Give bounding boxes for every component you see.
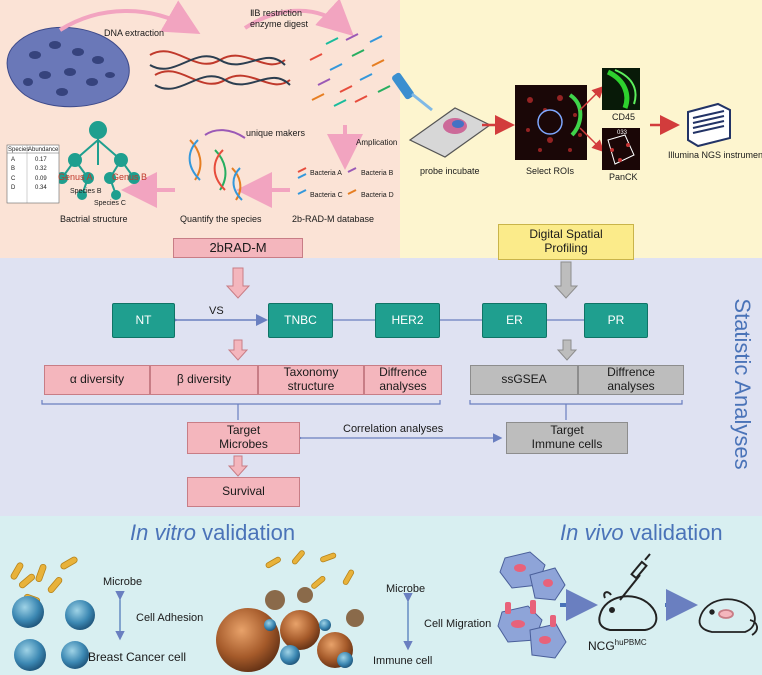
- bacterial-tree-icon: [56, 121, 140, 200]
- down-arrow-rad: [225, 267, 251, 299]
- down-arrow-dsp: [553, 261, 579, 299]
- mouse-icon: [698, 598, 758, 636]
- restriction-label: ⅡB restriction enzyme digest: [250, 8, 309, 29]
- select-rois-label: Select ROIs: [526, 166, 575, 176]
- difference-analyses-right-box: Diffrence analyses: [578, 365, 684, 395]
- unique-makers-label: unique makers: [246, 128, 306, 138]
- quantify-label: Quantify the species: [180, 214, 262, 224]
- alpha-diversity-box: α diversity: [44, 365, 150, 395]
- dna-strands-icon: [188, 129, 246, 201]
- bacteria-a-label: Bacteria A: [310, 170, 342, 177]
- table-cell: 0.17: [35, 156, 47, 163]
- table-header-abundance: Abundance: [28, 147, 59, 153]
- dsp-header-box: Digital Spatial Profiling: [498, 224, 634, 260]
- table-cell: B: [11, 166, 16, 172]
- cell-migration-label: Cell Migration: [424, 618, 492, 630]
- database-label: 2b-RAD-M database: [292, 214, 375, 224]
- panck-label: PanCK: [609, 172, 638, 182]
- vs-label: VS: [209, 305, 224, 317]
- table-cell: 0.34: [35, 185, 47, 191]
- survival-box: Survival: [187, 477, 300, 507]
- microbe-label-1: Microbe: [103, 576, 143, 588]
- ncg-superscript: huPBMC: [614, 638, 647, 647]
- er-box: ER: [482, 303, 547, 338]
- bacteria-d-label: Bacteria D: [361, 192, 394, 199]
- genus-a-label: Genus A: [58, 172, 93, 182]
- in-vivo-cells-icon: [497, 551, 567, 659]
- cd45-label: CD45: [612, 112, 636, 122]
- 2bradm-header-box: 2bRAD-M: [173, 238, 303, 258]
- statistic-analyses-title: Statistic Analyses: [730, 298, 755, 470]
- breast-cancer-cells-icon: [12, 596, 95, 671]
- correlation-analyses-label: Correlation analyses: [343, 423, 444, 435]
- in-vitro-rest: validation: [196, 520, 296, 545]
- bactrial-structure-label: Bactrial structure: [60, 214, 128, 224]
- down-arrow-dsp-2: [556, 339, 578, 361]
- table-cell: 0.32: [35, 166, 47, 172]
- microbe-label-2: Microbe: [386, 583, 426, 595]
- roi-number-label: 033: [617, 130, 628, 136]
- down-arrow-rad-2: [227, 339, 249, 361]
- down-arrow-survival: [227, 455, 249, 477]
- species-c-label: Species C: [94, 200, 126, 207]
- difference-analyses-left-box: Diffrence analyses: [364, 365, 442, 395]
- slide-icon: [408, 107, 492, 158]
- illumina-label: Illumina NGS instrument: [668, 150, 762, 160]
- tissue-icon: [6, 26, 130, 108]
- target-microbes-box: Target Microbes: [187, 422, 300, 454]
- ncg-text: NCG: [588, 639, 615, 653]
- cell-adhesion-label: Cell Adhesion: [136, 612, 204, 624]
- immune-cell-label: Immune cell: [373, 655, 433, 667]
- beta-diversity-box: β diversity: [150, 365, 258, 395]
- in-vivo-title: In vivo validation: [560, 520, 723, 546]
- ncg-label: NCGhuPBMC: [588, 638, 647, 653]
- amplication-label: Amplication: [356, 138, 398, 147]
- in-vivo-rest: validation: [623, 520, 723, 545]
- bacteria-rods-icon: [10, 556, 78, 605]
- bacteria-b-label: Bacteria B: [361, 170, 394, 177]
- dna-extraction-label: DNA extraction: [104, 28, 165, 38]
- pr-box: PR: [584, 303, 648, 338]
- tnbc-box: TNBC: [268, 303, 333, 338]
- in-vivo-italic: In vivo: [560, 520, 624, 545]
- ssgsea-box: ssGSEA: [470, 365, 578, 395]
- taxonomy-structure-box: Taxonomy structure: [258, 365, 364, 395]
- roi-tissue-image: [515, 85, 587, 160]
- table-cell: 0.09: [35, 175, 47, 182]
- cd45-image: [602, 68, 640, 110]
- in-vitro-title: In vitro validation: [130, 520, 295, 546]
- table-cell: C: [11, 175, 16, 182]
- table-cell: A: [11, 156, 16, 163]
- genus-b-label: Genus B: [112, 172, 148, 182]
- table-cell: D: [11, 185, 16, 191]
- immune-microbe-cluster-icon: [216, 550, 364, 672]
- abundance-table: [6, 144, 60, 204]
- mouse-with-syringe-icon: [598, 553, 658, 631]
- bacteria-fragment-icons: [297, 167, 357, 195]
- panck-image: [602, 128, 640, 170]
- species-b-label: Species B: [70, 188, 102, 195]
- target-immune-cells-box: Target Immune cells: [506, 422, 628, 454]
- dna-helix-icon: [149, 50, 291, 90]
- bacteria-c-label: Bacteria C: [310, 192, 343, 199]
- validation-panel: [0, 516, 762, 675]
- her2-box: HER2: [375, 303, 440, 338]
- breast-cancer-cell-label: Breast Cancer cell: [88, 650, 187, 664]
- table-header-species: Species: [8, 147, 30, 153]
- in-vitro-italic: In vitro: [130, 520, 197, 545]
- pipette-icon: [392, 72, 433, 112]
- digested-fragments-icon: [309, 33, 391, 107]
- probe-incubate-label: probe incubate: [420, 166, 480, 176]
- ngs-instrument-icon: [687, 102, 731, 148]
- nt-box: NT: [112, 303, 175, 338]
